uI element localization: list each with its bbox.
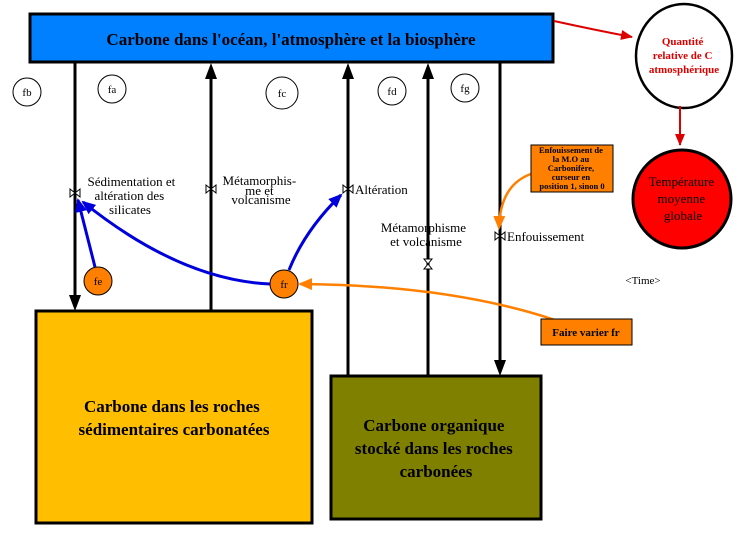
slider-faire-varier-label: Faire varier fr: [552, 327, 620, 339]
time-shadow-variable[interactable]: <Time>: [625, 275, 660, 287]
stock-organic-label: carbonées: [400, 462, 473, 481]
variable-quantite-label: atmosphérique: [649, 64, 719, 76]
variable-quantite-relative-c[interactable]: [634, 2, 734, 110]
link-enfouissement-mo-to-enfouissement: [493, 172, 532, 230]
arrowhead-icon: [205, 63, 217, 79]
constant-fd-label: fd: [387, 86, 397, 98]
constant-fg[interactable]: [450, 73, 480, 103]
slider-enfouissement-label: la M.O au: [553, 154, 590, 164]
flow-metamorphisme1-text: Métamorphis- me et volcanisme: [223, 173, 300, 207]
flow-metamorphisme2-text: Métamorphisme et volcanisme: [381, 220, 469, 249]
flow-metamorphisme1-label: me et: [245, 183, 274, 198]
flow-metamorphisme1-label: Métamorphis-: [223, 173, 297, 188]
arrowhead-icon: [494, 360, 506, 376]
slider-enfouissement-label: Enfouissement de: [539, 145, 603, 155]
constant-fb[interactable]: [12, 77, 42, 107]
constant-fc-label: fc: [278, 88, 287, 100]
slider-faire-varier-fr[interactable]: [540, 318, 633, 346]
arrowhead-icon: [422, 63, 434, 79]
valve-icon[interactable]: [69, 187, 81, 199]
flow-sedimentation-label: silicates: [109, 202, 151, 217]
parameter-fe[interactable]: [83, 266, 113, 296]
link-faire-varier-to-fr: [298, 278, 556, 322]
link-ocean-to-quantite: [553, 20, 633, 40]
link-fe-to-sedimentation: [75, 198, 97, 268]
variable-quantite-label: relative de C: [653, 50, 713, 62]
constant-fc[interactable]: [265, 76, 299, 110]
parameter-fe-label: fe: [94, 276, 103, 288]
constant-fa-label: fa: [108, 84, 117, 96]
stock-sedimentary-label: Carbone dans les roches: [84, 397, 260, 416]
stock-sedimentary-text: Carbone dans les roches sédimentaires ca…: [79, 397, 270, 439]
parameter-fr-label: fr: [280, 279, 288, 291]
variable-temperature-label: Température: [649, 174, 715, 189]
stock-organic-label: stocké dans les roches: [355, 439, 513, 458]
stock-ocean-label: Carbone dans l'océan, l'atmosphère et la…: [106, 30, 476, 49]
constant-fa[interactable]: [97, 74, 127, 104]
valve-icon[interactable]: [494, 230, 506, 242]
constant-fg-label: fg: [460, 83, 470, 95]
link-fr-to-sedimentation: [81, 200, 271, 286]
stock-organic-carbon[interactable]: [329, 374, 543, 521]
flow-metamorphisme2-label: Métamorphisme: [381, 220, 466, 235]
arrowhead-icon: [69, 295, 81, 311]
constant-fd[interactable]: [377, 76, 407, 106]
flow-sedimentation-label: Sédimentation et: [88, 174, 176, 189]
stock-organic-text: Carbone organique stocké dans les roches…: [355, 416, 517, 481]
constant-fb-label: fb: [22, 87, 32, 99]
valve-icon[interactable]: [205, 183, 217, 195]
variable-temperature-moyenne[interactable]: [631, 148, 733, 250]
flow-sedimentation-label: altération des: [95, 188, 165, 203]
variable-temperature-label: globale: [664, 208, 702, 223]
valve-icon[interactable]: [342, 183, 354, 195]
valve-icon[interactable]: [422, 258, 434, 270]
stock-organic-label: Carbone organique: [363, 416, 505, 435]
slider-enfouissement-text: Enfouissement de la M.O au Carbonifère, …: [539, 145, 605, 191]
flow-alteration-label: Altération: [355, 182, 408, 197]
stock-sedimentary-rocks[interactable]: [34, 309, 314, 525]
slider-enfouissement-label: Carbonifère,: [548, 163, 594, 173]
variable-quantite-label: Quantité: [662, 36, 704, 48]
stock-sedimentary-label: sédimentaires carbonatées: [79, 420, 270, 439]
slider-enfouissement-label: position 1, sinon 0: [539, 181, 604, 191]
flow-metamorphisme2-label: et volcanisme: [390, 234, 462, 249]
arrowhead-icon: [342, 63, 354, 79]
variable-temperature-label: moyenne: [658, 191, 706, 206]
stock-ocean-atmosphere-biosphere[interactable]: [28, 12, 555, 64]
flow-sedimentation-text: Sédimentation et altération des silicate…: [88, 174, 179, 217]
slider-enfouissement-label: curseur en: [552, 172, 591, 182]
flow-metamorphisme1-label: volcanisme: [231, 192, 290, 207]
link-fr-to-alteration: [287, 193, 343, 271]
variable-quantite-text: Quantité relative de C atmosphérique: [649, 36, 719, 76]
variable-temperature-text: Température moyenne globale: [649, 174, 718, 223]
flow-enfouissement-label: Enfouissement: [507, 229, 585, 244]
slider-enfouissement-mo[interactable]: [530, 144, 614, 193]
